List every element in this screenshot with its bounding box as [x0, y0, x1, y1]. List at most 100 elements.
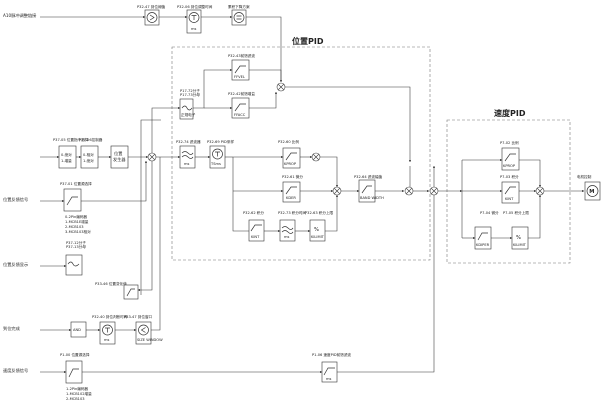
equals-icon — [233, 12, 245, 23]
svg-text:P32-69 PID采样: P32-69 PID采样 — [207, 139, 234, 144]
signal-a10: A10脉冲调整链接 — [3, 12, 37, 19]
ramp-icon-reach — [126, 288, 135, 297]
svg-text:ms: ms — [326, 377, 332, 381]
wave-icon-sub — [67, 261, 80, 267]
svg-text:P32-64 滤波幅值: P32-64 滤波幅值 — [354, 174, 383, 179]
ramp-icon-ki — [250, 224, 262, 232]
signal-position-reach: 位置反馈显示 — [3, 261, 28, 268]
accum-label: 累积下降方案 — [228, 4, 250, 9]
svg-text:P32-73 积分时间: P32-73 积分时间 — [278, 210, 307, 215]
signal-speed-fb: 速度反馈信号 — [3, 367, 28, 374]
svg-text:P32-42前馈增益: P32-42前馈增益 — [228, 91, 255, 96]
ramp-icon-ski — [504, 186, 516, 195]
svg-text:1-MCB102增量: 1-MCB102增量 — [66, 391, 92, 396]
ramp-icon-kp — [285, 152, 297, 161]
svg-text:M: M — [589, 189, 594, 195]
ramp-icon-spdf — [323, 367, 335, 376]
svg-text:1-2Pin编码器: 1-2Pin编码器 — [66, 386, 88, 391]
svg-text:KDIPER: KDIPER — [476, 243, 490, 247]
svg-text:P17-72分子: P17-72分子 — [180, 88, 200, 93]
svg-text:P32-43前馈滤波: P32-43前馈滤波 — [228, 53, 255, 58]
svg-text:ms: ms — [104, 338, 110, 342]
window-block — [135, 321, 152, 345]
svg-text:KINT: KINT — [251, 235, 260, 239]
svg-text:P33-47 到位窗口: P33-47 到位窗口 — [124, 314, 153, 319]
svg-text:P33-46 位置变化值: P33-46 位置变化值 — [95, 281, 127, 286]
timer-block-top — [186, 9, 202, 34]
svg-text:P32-60 比例: P32-60 比例 — [278, 139, 299, 144]
svg-text:P7-04 微分: P7-04 微分 — [480, 210, 499, 215]
timer-icon-bottom — [102, 324, 113, 336]
svg-text:FFVEL: FFVEL — [234, 75, 245, 79]
svg-text:发生器: 发生器 — [113, 156, 126, 163]
svg-text:P37-13分母: P37-13分母 — [66, 244, 86, 249]
svg-text:2-MCB103: 2-MCB103 — [66, 397, 85, 401]
ramp-icon-spd — [68, 368, 79, 378]
p32-47-label: P32-47 到位阈值 — [137, 4, 166, 9]
ramp-icon-skp — [504, 153, 516, 162]
svg-text:0-2Pin编码器: 0-2Pin编码器 — [65, 214, 87, 219]
comparator-icon-bottom — [138, 324, 149, 336]
svg-text:P37-06控制器: P37-06控制器 — [79, 137, 103, 142]
ramp-icon-bw — [361, 185, 372, 194]
ramp-icon-kd — [285, 186, 297, 195]
svg-text:P17-73分母: P17-73分母 — [180, 92, 200, 97]
ramp-icon-skd — [477, 232, 488, 241]
motor-icon: M — [586, 185, 599, 197]
svg-text:0-相对: 0-相对 — [83, 152, 94, 157]
percent-icon-spd: % — [516, 235, 521, 241]
svg-text:电机控制: 电机控制 — [577, 174, 592, 179]
svg-text:KILIMIT: KILIMIT — [311, 235, 325, 239]
motor-block — [584, 181, 601, 201]
svg-text:P32-61 微分: P32-61 微分 — [282, 174, 303, 179]
svg-text:P32-74 滤波器: P32-74 滤波器 — [176, 139, 201, 144]
rel-abs-block — [80, 145, 99, 169]
signal-phase: 到位完成 — [3, 325, 20, 332]
svg-text:1-MCB1E增量: 1-MCB1E增量 — [65, 219, 89, 224]
svg-text:P7-02 比例: P7-02 比例 — [500, 140, 519, 145]
svg-text:1-绝对: 1-绝对 — [83, 158, 94, 163]
svg-text:P32-40 到位判断时间: P32-40 到位判断时间 — [92, 314, 128, 319]
abs-incr-block — [58, 145, 77, 169]
svg-text:P1-06 速度PID前馈滤波: P1-06 速度PID前馈滤波 — [312, 352, 351, 357]
svg-text:BAND WIDTH: BAND WIDTH — [360, 196, 384, 200]
svg-text:P37-12分子: P37-12分子 — [66, 240, 86, 245]
svg-text:正规电子: 正规电子 — [181, 112, 196, 117]
comparator-icon — [146, 12, 158, 23]
position-pid-title: 位置PID — [292, 36, 324, 46]
svg-text:ms: ms — [191, 27, 197, 31]
svg-text:KINT: KINT — [505, 197, 514, 201]
svg-text:KPROP: KPROP — [284, 162, 297, 166]
svg-text:AND: AND — [73, 328, 81, 332]
ramp-icon-src — [66, 196, 78, 206]
svg-text:3-MCB103相对: 3-MCB103相对 — [65, 229, 91, 234]
svg-text:TSms: TSms — [210, 162, 221, 166]
svg-text:P7-03 积分: P7-03 积分 — [500, 174, 519, 179]
svg-text:P32-63 积分上限: P32-63 积分上限 — [305, 210, 334, 215]
speed-pid-frame — [446, 119, 571, 264]
svg-text:KDER: KDER — [286, 196, 296, 200]
svg-text:P32-62 积分: P32-62 积分 — [243, 210, 264, 215]
svg-text:FFACC: FFACC — [234, 113, 246, 117]
speed-pid-title: 速度PID — [494, 108, 526, 118]
spd-kprop-block — [501, 147, 520, 171]
svg-text:ms: ms — [284, 235, 290, 239]
timer-block-bottom — [99, 321, 116, 345]
svg-text:0-绝对: 0-绝对 — [61, 152, 72, 157]
wave-icon — [181, 105, 193, 111]
signal-position-cmd: 位置反馈信号 — [3, 196, 28, 203]
svg-text:KILIMIT: KILIMIT — [513, 243, 527, 247]
ramp-icon-acc — [234, 103, 246, 112]
timer-icon-sample — [212, 148, 223, 160]
svg-text:P1-00 位置源选择: P1-00 位置源选择 — [60, 352, 90, 357]
percent-icon: % — [314, 227, 319, 233]
svg-text:P37-01 位置源选择: P37-01 位置源选择 — [60, 181, 92, 186]
svg-text:SIZE WINDOW: SIZE WINDOW — [137, 338, 163, 342]
timer-icon — [188, 12, 200, 23]
svg-text:位置: 位置 — [114, 150, 122, 157]
svg-text:ms: ms — [184, 162, 190, 166]
svg-text:P37-05 位置指令选择: P37-05 位置指令选择 — [53, 137, 89, 142]
position-pid-frame — [171, 46, 431, 261]
